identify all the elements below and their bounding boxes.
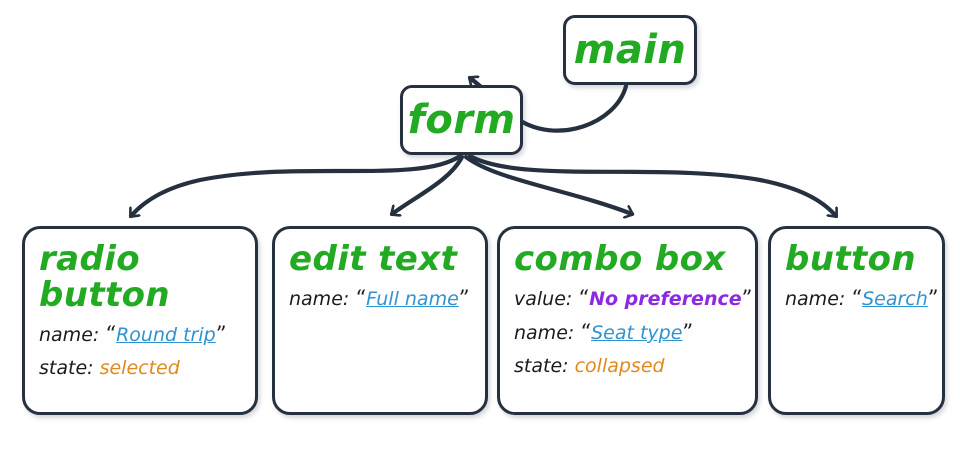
state-key: state: — [39, 357, 94, 379]
combo-box-name-value: Seat type — [591, 322, 683, 344]
node-form[interactable]: form — [400, 85, 523, 155]
quote-close: ” — [215, 322, 227, 346]
node-radio-button[interactable]: radio button name: “Round trip” state: s… — [22, 226, 258, 415]
radio-button-state-value: selected — [99, 357, 180, 379]
node-button[interactable]: button name: “Search” — [768, 226, 945, 415]
node-combo-box[interactable]: combo box value: “No preference” name: “… — [497, 226, 758, 415]
combo-box-value-value: No preference — [589, 288, 742, 310]
quote-open: “ — [355, 286, 367, 310]
edge-form-to-combo-box — [463, 154, 632, 214]
radio-button-state-row: state: selected — [39, 359, 241, 378]
radio-button-name-row: name: “Round trip” — [39, 322, 241, 346]
quote-open: “ — [105, 322, 117, 346]
quote-open: “ — [580, 320, 592, 344]
combo-box-state-value: collapsed — [574, 355, 665, 377]
edge-form-to-radio-button — [128, 153, 463, 219]
combo-box-name-row: name: “Seat type” — [514, 320, 741, 344]
node-main-title: main — [573, 27, 687, 73]
edge-form-to-edit-text — [392, 154, 465, 214]
radio-button-name-value: Round trip — [116, 324, 216, 346]
state-key: state: — [514, 355, 569, 377]
quote-open: “ — [851, 286, 863, 310]
button-name-row: name: “Search” — [785, 286, 939, 310]
quote-close: ” — [682, 320, 694, 344]
combo-box-value-row: value: “No preference” — [514, 286, 752, 310]
node-main[interactable]: main — [563, 15, 697, 85]
edge-form-to-button — [467, 153, 839, 219]
combo-box-state-row: state: collapsed — [514, 357, 741, 376]
quote-close: ” — [458, 286, 470, 310]
name-key: name: — [785, 288, 846, 310]
quote-close: ” — [927, 286, 939, 310]
node-combo-box-title: combo box — [514, 239, 726, 279]
node-button-title: button — [785, 239, 917, 279]
name-key: name: — [39, 324, 100, 346]
button-name-value: Search — [862, 288, 928, 310]
quote-open: “ — [578, 286, 590, 310]
value-key: value: — [514, 288, 573, 310]
name-key: name: — [289, 288, 350, 310]
quote-close: ” — [741, 286, 753, 310]
name-key: name: — [514, 322, 575, 344]
node-edit-text[interactable]: edit text name: “Full name” — [272, 226, 488, 415]
node-edit-text-title: edit text — [289, 239, 458, 279]
edit-text-name-row: name: “Full name” — [289, 286, 471, 310]
edit-text-name-value: Full name — [366, 288, 459, 310]
node-form-title: form — [407, 97, 516, 143]
node-radio-button-title: radio button — [39, 239, 171, 315]
